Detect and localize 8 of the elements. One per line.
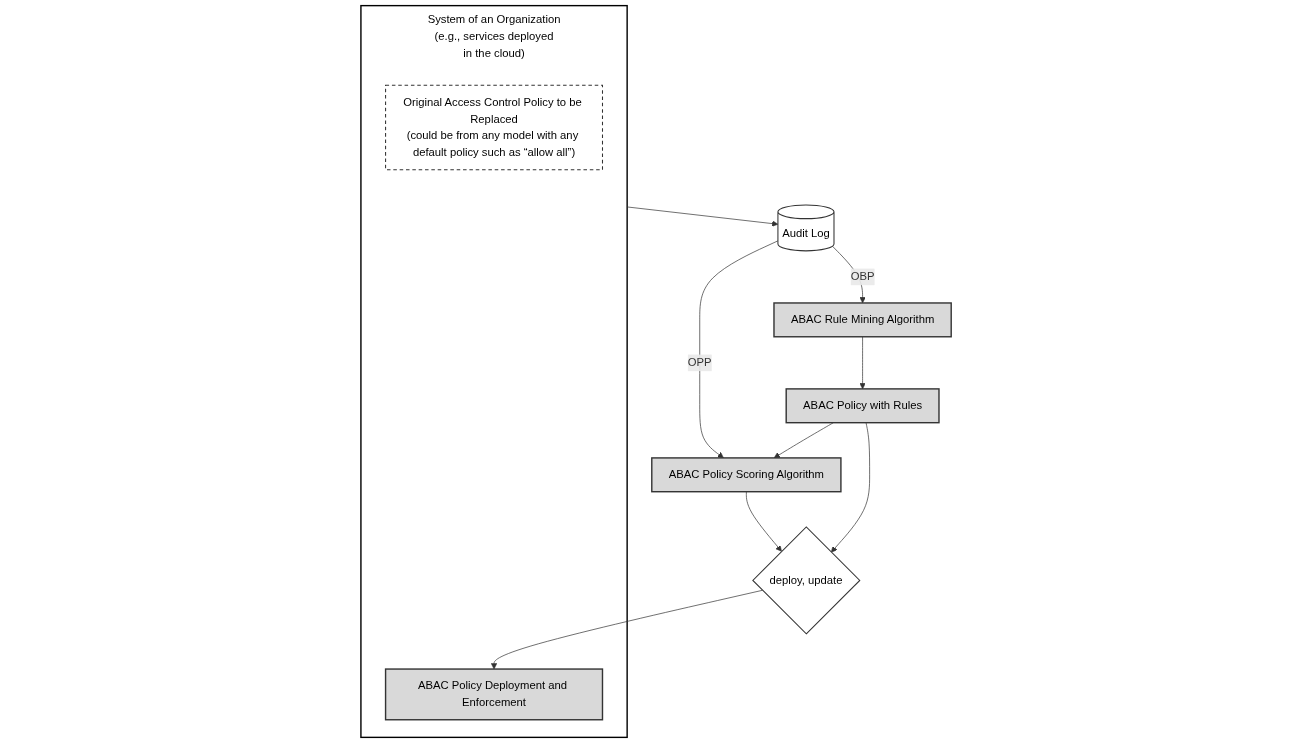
node-diamond: deploy, update [752,526,861,635]
node-box: ABAC Policy with Rules [785,388,940,424]
edge-label: OPP [687,356,712,369]
edge-label: OBP [850,270,875,283]
node-box: ABAC Policy Scoring Algorithm [651,457,842,493]
node-box: ABAC Policy Deployment and Enforcement [384,668,604,721]
node-box: ABAC Rule Mining Algorithm [773,302,952,338]
node-box: Original Access Control Policy to be Replaced (could be from any model with any default policy such as “allow all”) [385,84,603,171]
